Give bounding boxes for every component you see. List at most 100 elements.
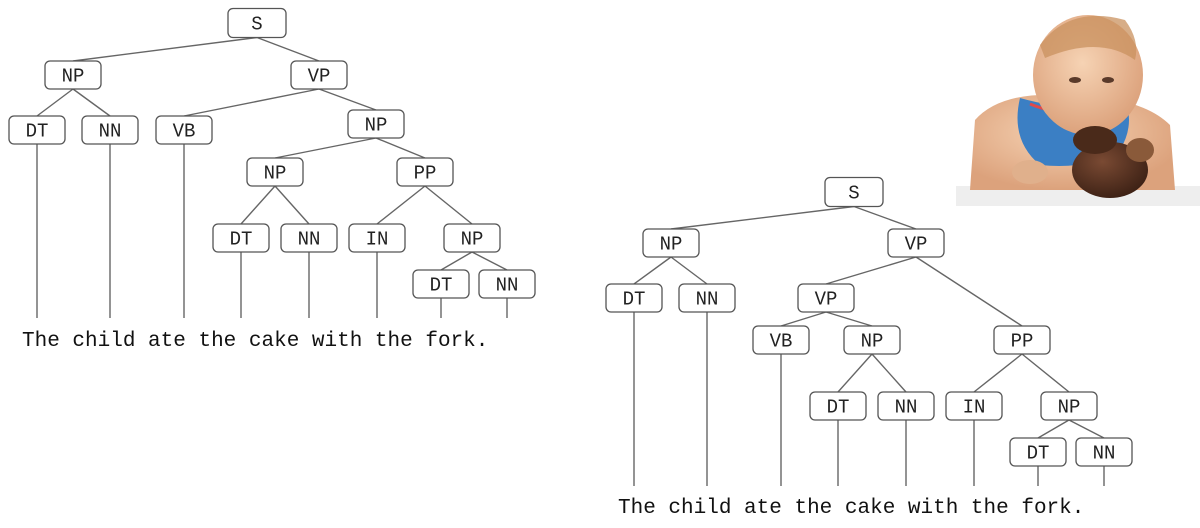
node-box-dt2 bbox=[212, 223, 270, 253]
node-label-nn2: NN bbox=[895, 397, 918, 419]
node-label-np4: NP bbox=[461, 229, 484, 251]
node-box-in1 bbox=[348, 223, 406, 253]
node-label-in1: IN bbox=[963, 397, 986, 419]
tree-edge bbox=[375, 137, 426, 159]
tree-edge bbox=[240, 185, 276, 225]
node-label-vb1: VB bbox=[770, 331, 793, 353]
tree-edge bbox=[1037, 419, 1070, 439]
sentence-word: with bbox=[895, 497, 958, 520]
node-label-nn3: NN bbox=[496, 275, 519, 297]
node-box-np1 bbox=[642, 228, 700, 258]
sentence-word: The bbox=[618, 497, 656, 520]
node-box-np1 bbox=[44, 60, 102, 90]
plate-shape bbox=[956, 186, 1200, 206]
node-label-np3: NP bbox=[264, 163, 287, 185]
tree-edge bbox=[183, 88, 320, 117]
node-box-np3 bbox=[1040, 391, 1098, 421]
sentence-word: the bbox=[782, 497, 832, 520]
node-box-dt1 bbox=[8, 115, 66, 145]
node-label-vp1: VP bbox=[905, 234, 928, 256]
node-label-nn3: NN bbox=[1093, 443, 1116, 465]
node-label-dt2: DT bbox=[827, 397, 850, 419]
tree-edge bbox=[440, 251, 473, 271]
node-box-nn2 bbox=[877, 391, 935, 421]
tree-edge bbox=[36, 88, 74, 117]
node-box-pp1 bbox=[396, 157, 454, 187]
sentence-word: the bbox=[958, 497, 1008, 520]
node-box-dt2 bbox=[809, 391, 867, 421]
node-box-nn1 bbox=[678, 283, 736, 313]
sentence-word: ate bbox=[135, 330, 185, 353]
node-box-dt1 bbox=[605, 283, 663, 313]
node-box-vp1 bbox=[887, 228, 945, 258]
tree-edge bbox=[871, 353, 907, 393]
node-label-nn1: NN bbox=[99, 121, 122, 143]
node-label-np2: NP bbox=[365, 115, 388, 137]
tree-edge bbox=[72, 36, 258, 62]
node-label-dt2: DT bbox=[230, 229, 253, 251]
tree-edge bbox=[376, 185, 426, 225]
node-box-dt3 bbox=[412, 269, 470, 299]
tree-edge bbox=[1068, 419, 1105, 439]
sentence-word: child bbox=[60, 330, 136, 353]
node-label-in1: IN bbox=[366, 229, 389, 251]
sentence-word: child bbox=[656, 497, 732, 520]
tree-edge bbox=[274, 137, 377, 159]
node-label-np1: NP bbox=[660, 234, 683, 256]
tree-edge bbox=[915, 256, 1023, 327]
sentence: The child ate the cake with the fork. bbox=[618, 497, 1084, 520]
tree-edge bbox=[318, 88, 377, 111]
node-box-vb1 bbox=[155, 115, 213, 145]
tree-edge bbox=[973, 353, 1023, 393]
sentence-word: fork. bbox=[1009, 497, 1085, 520]
tree-edge bbox=[825, 256, 917, 285]
node-label-dt3: DT bbox=[430, 275, 453, 297]
node-box-vp2 bbox=[797, 283, 855, 313]
node-box-np2 bbox=[347, 109, 405, 139]
node-box-np2 bbox=[843, 325, 901, 355]
node-box-np4 bbox=[443, 223, 501, 253]
sentence-word: with bbox=[299, 330, 362, 353]
node-label-np2: NP bbox=[861, 331, 884, 353]
node-box-np3 bbox=[246, 157, 304, 187]
sentence-word: cake bbox=[236, 330, 299, 353]
tree-edge bbox=[825, 311, 873, 327]
node-box-nn3 bbox=[478, 269, 536, 299]
sentence-word: fork. bbox=[413, 330, 489, 353]
node-label-np1: NP bbox=[62, 66, 85, 88]
tree-edge bbox=[72, 88, 111, 117]
baby-photo bbox=[956, 0, 1200, 207]
tree-edge bbox=[633, 256, 672, 285]
node-box-dt3 bbox=[1009, 437, 1067, 467]
tree-edge bbox=[1021, 353, 1070, 393]
node-box-vp1 bbox=[290, 60, 348, 90]
node-box-pp1 bbox=[993, 325, 1051, 355]
node-label-pp1: PP bbox=[1011, 331, 1034, 353]
node-label-nn2: NN bbox=[298, 229, 321, 251]
sentence-word: The bbox=[22, 330, 60, 353]
tree-edge bbox=[670, 205, 855, 230]
node-box-s bbox=[227, 7, 287, 39]
tree-edge bbox=[424, 185, 473, 225]
node-label-vb1: VB bbox=[173, 121, 196, 143]
node-box-in1 bbox=[945, 391, 1003, 421]
node-label-pp1: PP bbox=[414, 163, 437, 185]
node-label-np3: NP bbox=[1058, 397, 1081, 419]
node-label-dt1: DT bbox=[26, 121, 49, 143]
node-label-dt1: DT bbox=[623, 289, 646, 311]
node-label-vp2: VP bbox=[815, 289, 838, 311]
tree-edge bbox=[837, 353, 873, 393]
sentence-word: ate bbox=[731, 497, 781, 520]
node-box-nn2 bbox=[280, 223, 338, 253]
sentence-word: the bbox=[362, 330, 412, 353]
node-label-dt3: DT bbox=[1027, 443, 1050, 465]
sentence-word: cake bbox=[832, 497, 895, 520]
tree-edge bbox=[274, 185, 310, 225]
node-label-s: S bbox=[848, 183, 859, 205]
node-box-nn1 bbox=[81, 115, 139, 145]
tree-edge bbox=[256, 36, 320, 62]
node-box-vb1 bbox=[752, 325, 810, 355]
